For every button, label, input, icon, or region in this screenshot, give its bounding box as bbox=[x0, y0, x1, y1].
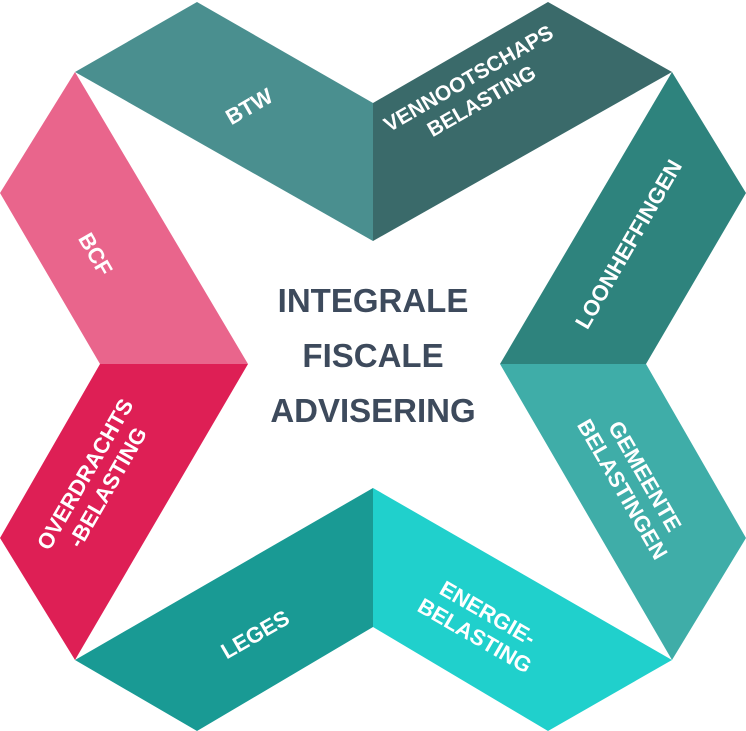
segment-btw bbox=[75, 2, 373, 241]
segment-gemeentebelastingen bbox=[500, 364, 746, 660]
segment-overdrachtsbelasting bbox=[0, 364, 248, 660]
segment-vennootschapsbelasting bbox=[373, 2, 672, 241]
segment-leges bbox=[75, 488, 373, 731]
center-title-line1: INTEGRALE bbox=[278, 282, 469, 319]
segment-bcf bbox=[0, 72, 248, 364]
center-title-line3: ADVISERING bbox=[270, 392, 475, 429]
segment-energiebelasting bbox=[373, 488, 672, 731]
segment-loonheffingen bbox=[500, 72, 746, 364]
center-title-line2: FISCALE bbox=[302, 337, 443, 374]
